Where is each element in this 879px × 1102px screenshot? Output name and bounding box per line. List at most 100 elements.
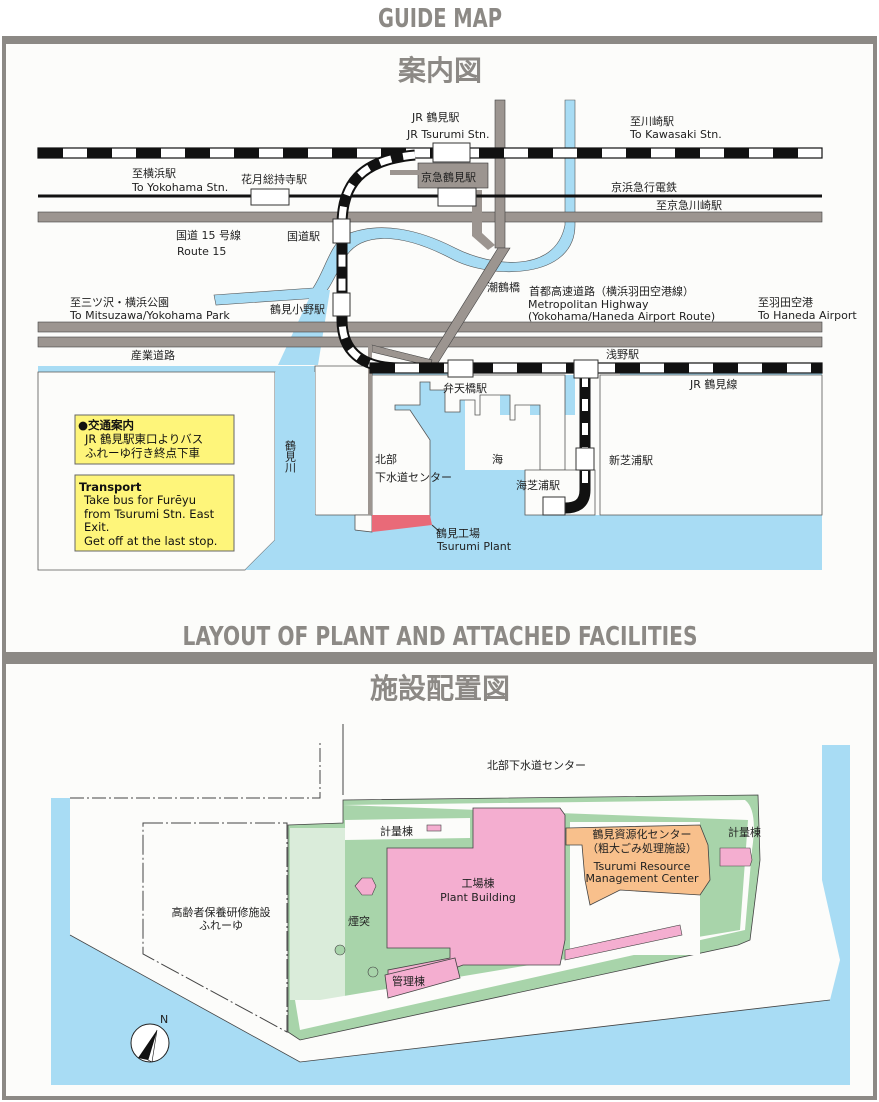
label-to-yokohama-ja: 至横浜駅 <box>132 166 176 180</box>
label-keikyu-tsurumi: 京急鶴見駅 <box>421 170 476 184</box>
label-to-mitsuzawa-en: To Mitsuzawa/Yokohama Park <box>69 309 230 322</box>
station-jr-tsurumi <box>432 142 471 163</box>
label-plant-building-ja: 工場棟 <box>462 876 495 890</box>
plant-leader-line <box>431 524 441 533</box>
note-ja-line2: ふれーゆ行き終点下車 <box>85 446 200 460</box>
station-bentenbashi <box>447 359 474 378</box>
label-kokudo-stn: 国道駅 <box>287 229 320 243</box>
north-label: N <box>160 1013 168 1026</box>
label-sangyo-road: 産業道路 <box>131 348 175 362</box>
station-asano <box>573 359 599 379</box>
note-box-en <box>74 474 235 552</box>
plant-layout-map: N 北部下水道センター 計量棟 計量棟 工場棟 Plant Building 鶴… <box>51 724 850 1085</box>
boundary-line <box>70 740 321 799</box>
layout-title: LAYOUT OF PLANT AND ATTACHED FACILITIES <box>183 622 698 652</box>
north-arrow-icon <box>130 1023 170 1063</box>
label-to-keikyu-kawasaki: 至京急川崎駅 <box>656 198 722 212</box>
keikyu-road <box>472 190 495 250</box>
label-highway-en2: (Yokohama/Haneda Airport Route) <box>528 310 715 323</box>
label-ushiozuru: 潮鶴橋 <box>487 280 520 294</box>
note-ja-line1: JR 鶴見駅東口よりバス <box>84 432 203 446</box>
layout-title-ja: 施設配置図 <box>370 672 510 705</box>
station-kagetsu <box>250 188 290 206</box>
station-road <box>494 99 506 249</box>
station-tsurumi-ono <box>332 292 351 317</box>
highway-road-upper <box>37 321 823 333</box>
label-bentenbashi: 弁天橋駅 <box>443 381 487 395</box>
note-box-ja <box>74 414 235 465</box>
weighing-building-1 <box>426 824 442 832</box>
land-center <box>371 370 566 517</box>
note-ja-heading: ●交通案内 <box>78 418 134 432</box>
label-hokubu-2: 下水道センター <box>375 470 452 484</box>
label-route15-en: Route 15 <box>177 245 226 258</box>
label-highway-en1: Metropolitan Highway <box>528 298 649 311</box>
label-keihin-kyuko: 京浜急行電鉄 <box>611 180 677 194</box>
label-tsurumi-river: 鶴見川 <box>284 439 297 473</box>
note-en-line1: Take bus for Furēyu <box>83 493 196 507</box>
compound-road <box>295 800 754 1030</box>
label-plant-building-en: Plant Building <box>440 891 516 904</box>
fureyu-boundary <box>142 822 288 1033</box>
label-admin: 管理棟 <box>392 974 425 988</box>
compound-west-road <box>290 828 345 1000</box>
label-hokubu-center: 北部下水道センター <box>487 758 586 772</box>
label-to-kawasaki-en: To Kawasaki Stn. <box>629 128 722 141</box>
land-shinshibaura <box>599 374 823 516</box>
label-shinshibaura: 新芝浦駅 <box>609 453 653 467</box>
note-en-line3: Exit. <box>84 520 109 534</box>
label-umi: 海 <box>492 452 503 466</box>
label-to-haneda-ja: 至羽田空港 <box>758 295 813 309</box>
label-hokubu-1: 北部 <box>375 452 397 466</box>
label-asano: 浅野駅 <box>606 348 639 361</box>
plant-road <box>368 345 372 515</box>
station-keikyu-ramp <box>390 170 420 175</box>
label-highway-ja: 首都高速道路（横浜羽田空港線） <box>529 284 694 298</box>
note-en-heading: Transport <box>79 480 142 494</box>
label-resource-ja2: （粗大ごみ処理施設） <box>587 841 697 855</box>
shoreline <box>69 934 831 1063</box>
station-shinshibaura <box>575 447 595 471</box>
label-weighing-1: 計量棟 <box>380 824 413 838</box>
station-umishibaura <box>542 496 566 516</box>
guide-map-title-ja: 案内図 <box>398 54 482 87</box>
label-to-haneda-en: To Haneda Airport <box>757 309 857 322</box>
station-kokudo <box>332 218 351 244</box>
label-to-kawasaki-ja: 至川崎駅 <box>630 114 674 128</box>
connecting-corridor <box>564 924 683 961</box>
label-jr-tsurumi-en: JR Tsurumi Stn. <box>406 128 490 141</box>
resource-center-building <box>565 824 711 906</box>
umishibaura-branch <box>564 375 591 514</box>
label-umishibaura: 海芝浦駅 <box>516 478 560 492</box>
river-upper <box>213 99 576 306</box>
water <box>51 745 850 1085</box>
label-plant-en: Tsurumi Plant <box>436 540 512 553</box>
label-weighing-2: 計量棟 <box>728 825 761 839</box>
station-keikyu-tsurumi <box>437 187 477 207</box>
tree <box>334 944 346 956</box>
admin-building <box>384 957 461 999</box>
note-en-line4: Get off at the last stop. <box>84 534 217 548</box>
guide-map-title: GUIDE MAP <box>378 4 502 34</box>
label-fureyu-2: ふれーゆ <box>199 919 243 932</box>
label-fureyu-1: 高齢者保養研修施設 <box>172 905 271 919</box>
label-jr-tsurumi-ja: JR 鶴見駅 <box>411 110 459 124</box>
transport-note-ja: ●交通案内 JR 鶴見駅東口よりバス ふれーゆ行き終点下車 <box>74 414 235 465</box>
label-jr-tsurumi-line: JR 鶴見線 <box>689 377 737 391</box>
label-to-mitsuzawa-ja: 至三ツ沢・横浜公園 <box>70 295 169 309</box>
label-chimney: 煙突 <box>348 914 370 928</box>
tsurumi-river-mouth <box>245 372 355 570</box>
area-map: JR 鶴見駅 JR Tsurumi Stn. 至川崎駅 To Kawasaki … <box>37 99 857 571</box>
label-to-yokohama-en: To Yokohama Stn. <box>131 181 228 194</box>
route-15-road <box>37 211 823 223</box>
label-plant-ja: 鶴見工場 <box>436 526 480 540</box>
tsurumi-plant-marker <box>372 515 432 532</box>
label-route15-ja: 国道 15 号線 <box>176 228 241 242</box>
highway-road-lower <box>37 336 823 348</box>
label-kagetsu: 花月総持寺駅 <box>241 172 307 186</box>
chimney <box>354 877 377 896</box>
label-tsurumi-ono: 鶴見小野駅 <box>270 302 325 316</box>
plant-building <box>386 807 566 994</box>
label-resource-en2: Management Center <box>586 872 699 885</box>
